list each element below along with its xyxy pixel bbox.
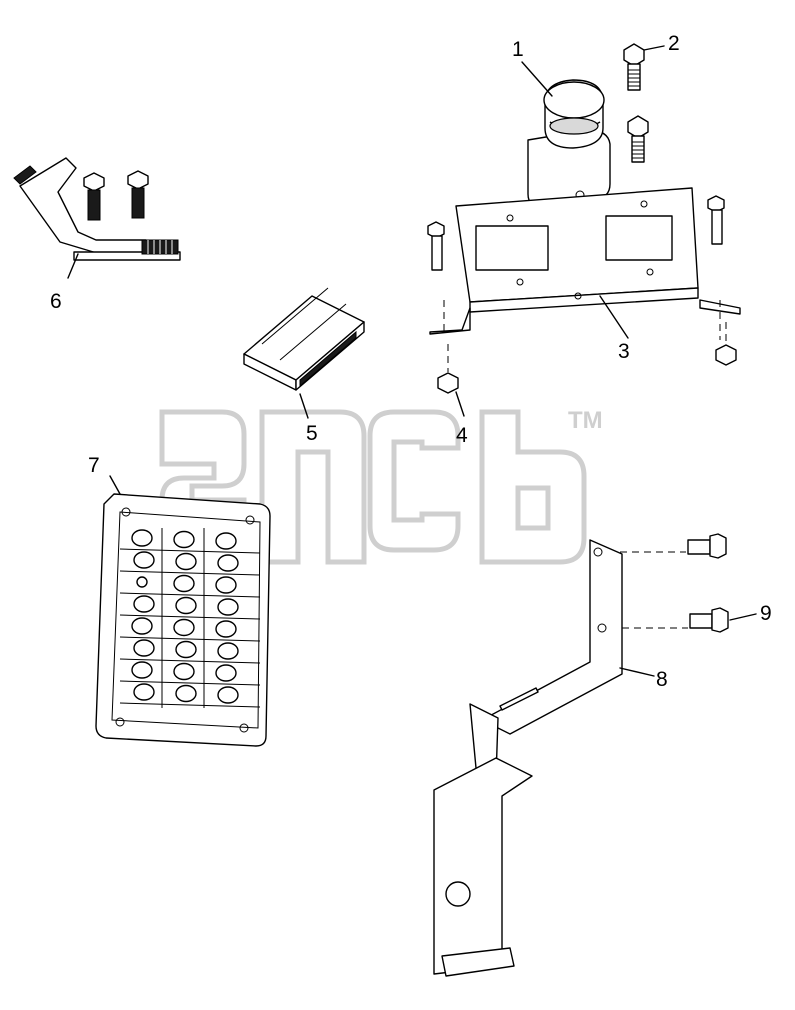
fuse-row-divider <box>119 614 261 620</box>
fuse-socket <box>217 598 239 616</box>
fuse-socket <box>131 529 153 547</box>
fuse-row-divider <box>119 570 261 576</box>
fuse-block-cells <box>119 528 261 708</box>
fuse-socket <box>217 554 239 572</box>
fuse-socket <box>131 617 153 635</box>
fuse-socket <box>175 640 197 659</box>
fuse-socket <box>215 576 237 594</box>
callout-5: 5 <box>306 422 318 445</box>
callout-9: 9 <box>760 602 772 625</box>
part-3-mounting-bracket <box>429 187 741 340</box>
fuse-socket <box>131 661 153 679</box>
part-2-bolts <box>623 43 649 163</box>
fuse-socket <box>133 551 155 569</box>
fuse-socket <box>136 576 148 588</box>
callout-6: 6 <box>50 290 62 313</box>
fuse-socket <box>215 620 237 638</box>
fuse-socket <box>173 618 195 637</box>
fuse-socket <box>175 596 197 615</box>
fuse-socket <box>175 552 197 571</box>
callout-8: 8 <box>656 668 668 691</box>
fuse-row-divider <box>119 658 261 664</box>
fuse-row-divider <box>119 592 261 598</box>
fuse-socket <box>133 639 155 657</box>
fuse-row-divider <box>119 636 261 642</box>
fuse-socket <box>175 684 197 703</box>
part-9-screws <box>620 533 757 633</box>
fuse-row-divider <box>119 680 261 686</box>
callout-4: 4 <box>456 424 468 447</box>
fuse-row-divider <box>119 548 261 554</box>
watermark-trademark: TM <box>568 407 603 434</box>
fuse-socket <box>173 662 195 681</box>
part-7-fuse-block <box>95 475 271 747</box>
callout-1: 1 <box>512 38 524 61</box>
fuse-socket <box>173 530 195 549</box>
callout-7: 7 <box>88 454 100 477</box>
part-6-harness-clip <box>13 157 181 279</box>
fuse-socket <box>217 686 239 704</box>
callout-3: 3 <box>618 340 630 363</box>
fuse-row-divider <box>119 702 261 708</box>
fuse-socket <box>173 574 195 593</box>
part-8-support-bracket <box>433 539 655 977</box>
part-4-studs-and-nuts <box>427 195 737 417</box>
fuse-socket <box>217 642 239 660</box>
fuse-socket <box>215 664 237 682</box>
callout-2: 2 <box>668 32 680 55</box>
part-5-connector-plug <box>243 287 365 419</box>
fuse-socket <box>133 595 155 613</box>
watermark-logo: TM <box>159 407 603 565</box>
fuse-socket <box>133 683 155 701</box>
fuse-socket <box>215 532 237 550</box>
